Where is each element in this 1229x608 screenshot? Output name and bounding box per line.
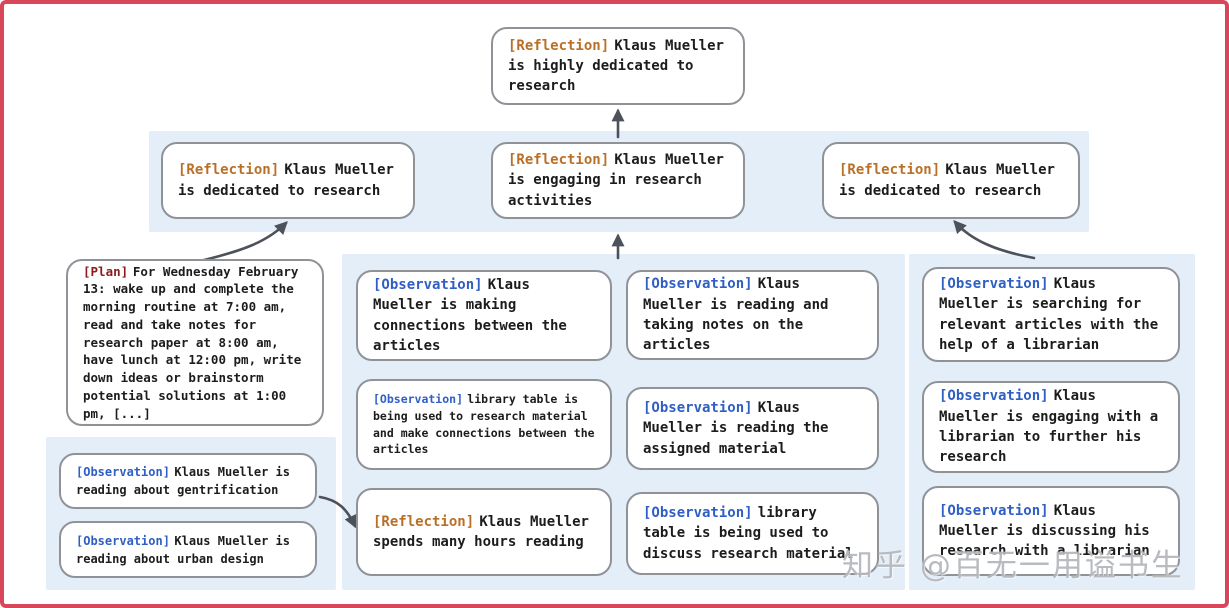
observation-tag: [Observation] xyxy=(939,388,1049,405)
reflection-tag: [Reflection] xyxy=(839,162,941,179)
node-text: Klaus Mueller is dedicated to research xyxy=(839,162,1055,199)
node-observation-assigned-material: [Observation]Klaus Mueller is reading th… xyxy=(626,387,879,470)
zhihu-watermark: 知乎 @百无一用谥书生 xyxy=(842,548,1184,584)
node-reflection-l2-middle: [Reflection]Klaus Mueller is engaging in… xyxy=(491,142,745,219)
node-reflection-l2-right: [Reflection]Klaus Mueller is dedicated t… xyxy=(822,142,1080,219)
node-text: Klaus Mueller is dedicated to research xyxy=(178,162,394,199)
observation-tag: [Observation] xyxy=(76,465,170,479)
node-reflection-spends-many-hours: [Reflection]Klaus Mueller spends many ho… xyxy=(356,488,612,576)
reflection-tag: [Reflection] xyxy=(508,37,610,54)
node-text: Klaus Mueller is engaging with a librari… xyxy=(939,388,1159,466)
node-text: Klaus Mueller is reading about urban des… xyxy=(76,533,290,566)
node-plan: [Plan]For Wednesday February 13: wake up… xyxy=(66,259,324,426)
observation-tag: [Observation] xyxy=(643,276,753,293)
node-text: Klaus Mueller is highly dedicated to res… xyxy=(508,37,724,95)
node-observation-engaging-librarian: [Observation]Klaus Mueller is engaging w… xyxy=(922,381,1180,473)
observation-tag: [Observation] xyxy=(939,275,1049,292)
observation-tag: [Observation] xyxy=(643,400,753,417)
node-text: library table is being used to discuss r… xyxy=(643,505,854,562)
node-text: Klaus Mueller spends many hours reading xyxy=(373,513,589,550)
reflection-tag: [Reflection] xyxy=(373,513,475,530)
node-text: library table is being used to research … xyxy=(373,392,595,457)
node-observation-library-table-research: [Observation]library table is being used… xyxy=(356,379,612,470)
node-text: Klaus Mueller is reading about gentrific… xyxy=(76,465,290,497)
node-observation-urban-design: [Observation]Klaus Mueller is reading ab… xyxy=(59,521,317,578)
node-observation-searching-articles: [Observation]Klaus Mueller is searching … xyxy=(922,267,1180,362)
node-observation-taking-notes: [Observation]Klaus Mueller is reading an… xyxy=(626,270,879,360)
observation-tag: [Observation] xyxy=(643,505,753,522)
node-observation-making-connections: [Observation]Klaus Mueller is making con… xyxy=(356,270,612,361)
node-text: Klaus Mueller is engaging in research ac… xyxy=(508,152,724,209)
reflection-tag: [Reflection] xyxy=(508,152,610,169)
observation-tag: [Observation] xyxy=(373,276,483,293)
node-reflection-l2-left: [Reflection]Klaus Mueller is dedicated t… xyxy=(161,142,415,219)
node-observation-discussing-research: [Observation]Klaus Mueller is discussing… xyxy=(922,486,1180,576)
node-text: Klaus Mueller is discussing his research… xyxy=(939,502,1150,560)
node-text: For Wednesday February 13: wake up and c… xyxy=(83,263,302,421)
observation-tag: [Observation] xyxy=(76,533,170,548)
node-observation-library-table-discuss: [Observation]library table is being used… xyxy=(626,492,879,575)
node-text: Klaus Mueller is making connections betw… xyxy=(373,276,567,354)
reflection-tag: [Reflection] xyxy=(178,162,280,179)
node-text: Klaus Mueller is reading the assigned ma… xyxy=(643,400,829,457)
observation-tag: [Observation] xyxy=(939,502,1049,519)
node-text: Klaus Mueller is searching for relevant … xyxy=(939,275,1159,353)
observation-tag: [Observation] xyxy=(373,392,464,407)
node-text: Klaus Mueller is reading and taking note… xyxy=(643,276,829,354)
node-reflection-root: [Reflection]Klaus Mueller is highly dedi… xyxy=(491,27,745,105)
node-observation-gentrification: [Observation]Klaus Mueller is reading ab… xyxy=(59,453,317,509)
plan-tag: [Plan] xyxy=(83,263,129,279)
